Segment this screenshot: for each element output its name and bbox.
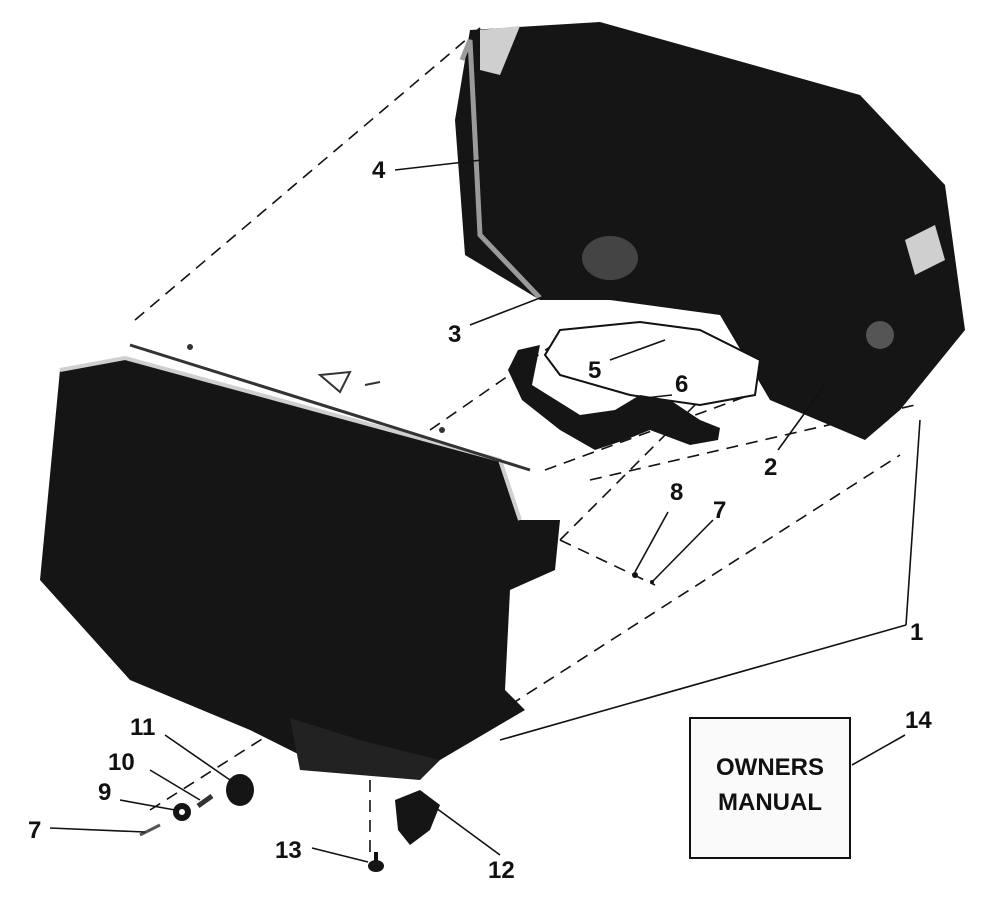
rear-shroud-part [455, 22, 965, 440]
pin-part-lower [139, 823, 161, 837]
top-panel-outline [129, 343, 531, 472]
bolt-part [368, 852, 384, 872]
knob-part [226, 774, 254, 806]
gasket-plate-part [543, 320, 762, 407]
owners-manual-part: OWNERS MANUAL [689, 717, 851, 859]
callout-6: 6 [675, 371, 688, 398]
callout-11: 11 [130, 714, 155, 741]
callout-3: 3 [448, 321, 461, 348]
callout-9: 9 [98, 779, 111, 806]
callout-7-lower: 7 [28, 817, 41, 844]
drain-fitting-part [395, 790, 440, 845]
manual-title-line2: MANUAL [718, 789, 822, 816]
front-shell-part [40, 355, 560, 780]
leader-lines [49, 159, 921, 863]
callout-10: 10 [108, 749, 135, 776]
callout-5: 5 [588, 357, 601, 384]
callout-1: 1 [910, 619, 923, 646]
screw-nut-part-upper [632, 572, 654, 584]
assembly-dashed-outline [134, 27, 916, 860]
callout-12: 12 [488, 857, 515, 884]
callout-7-upper: 7 [713, 497, 726, 524]
callout-14: 14 [905, 707, 932, 734]
callout-labels: 4 3 5 6 2 8 7 1 11 10 9 7 13 12 14 [28, 157, 932, 884]
callout-13: 13 [275, 837, 302, 864]
washer-part [173, 803, 191, 821]
spring-part [196, 793, 214, 809]
manual-title-line1: OWNERS [716, 754, 824, 781]
curved-seal-part [508, 345, 720, 450]
callout-4: 4 [372, 157, 386, 184]
callout-8: 8 [670, 479, 683, 506]
callout-2: 2 [764, 454, 777, 481]
